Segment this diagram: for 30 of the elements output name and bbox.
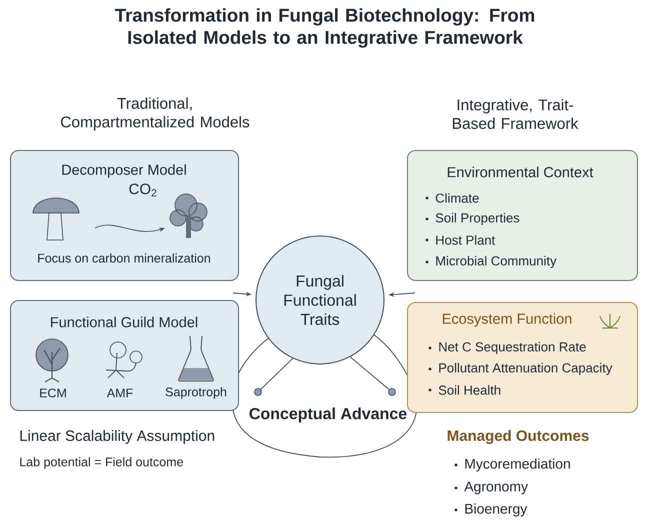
- note-heading: Linear Scalability Assumption: [20, 430, 214, 444]
- list-item: Mycoremediation: [465, 458, 570, 472]
- section-heading: Managed Outcomes: [448, 430, 589, 444]
- panel-heading: Ecosystem Function: [442, 313, 572, 327]
- list-item: Pollutant Attenuation Capacity: [439, 362, 612, 376]
- list-item: Bioenergy: [465, 503, 528, 516]
- panel-heading: Functional Guild Model: [51, 316, 198, 328]
- icon-label: AMF: [106, 388, 133, 398]
- panel-heading: Decomposer Model: [62, 164, 186, 178]
- list-item: Soil Health: [438, 385, 500, 395]
- column-heading: Integrative, Trait-Based Framework: [452, 99, 578, 129]
- dot: [254, 388, 262, 396]
- list-item: Host Plant: [436, 235, 496, 245]
- connector: [260, 358, 294, 390]
- dot: [388, 388, 396, 396]
- list-item: Agronomy: [464, 482, 528, 494]
- column-heading: Traditional, Compartmentalized Models: [61, 97, 250, 131]
- list-item: Net C Sequestration Rate: [439, 342, 586, 354]
- title: Transformation in Fungal Biotechnology: From Isolated Models to an Integrative Framework: [115, 8, 534, 48]
- panel-text: Focus on carbon mineralization: [38, 253, 210, 263]
- note: Lab potential = Field outcome: [20, 457, 183, 469]
- list-item: Soil Properties: [436, 212, 520, 226]
- concept-label: Conceptual Advance: [250, 408, 407, 422]
- connector: [350, 356, 390, 390]
- list-item: Microbial Community: [436, 256, 556, 268]
- panel-heading: Environmental Context: [448, 166, 594, 178]
- list-item: Climate: [436, 193, 479, 203]
- icon-label: ECM: [40, 388, 66, 398]
- formula-label: CO$_{2}$: [129, 184, 156, 196]
- icon-label: Saprotroph: [166, 387, 226, 399]
